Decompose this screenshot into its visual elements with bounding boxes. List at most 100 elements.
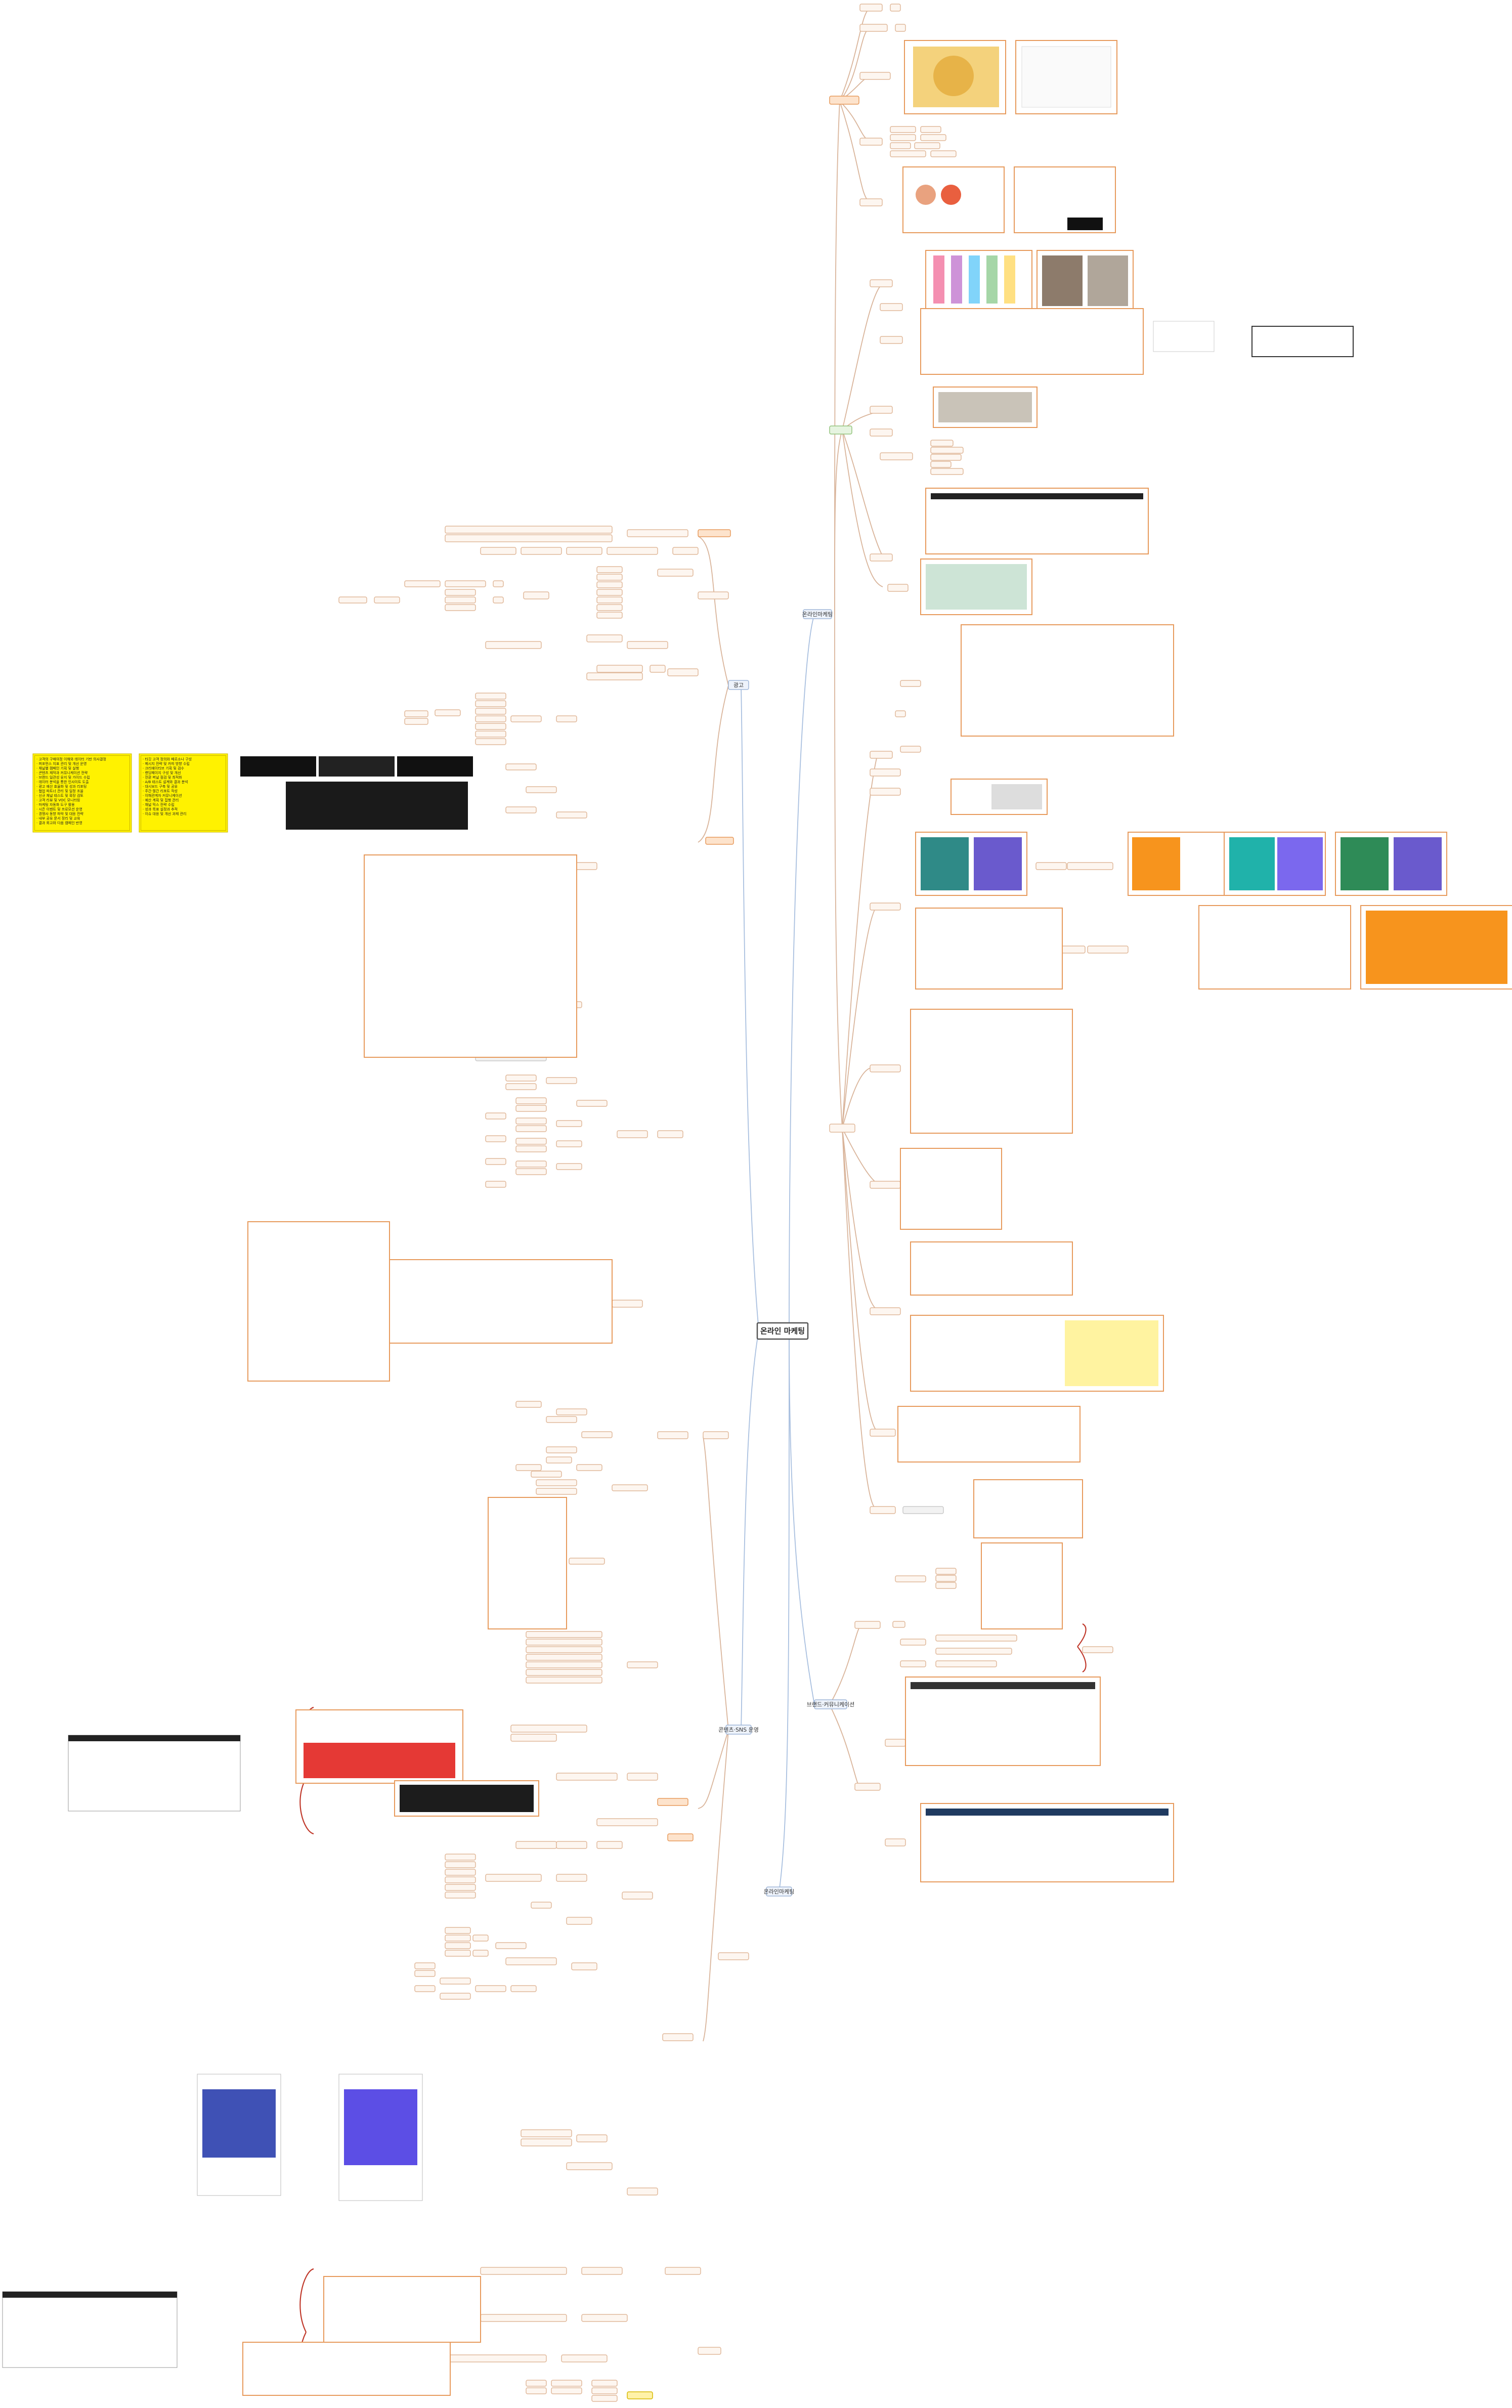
node-m47[interactable] bbox=[445, 1942, 471, 1949]
node-m42[interactable] bbox=[571, 1962, 597, 1970]
node-m53[interactable] bbox=[414, 1962, 436, 1969]
thumb-doc-1[interactable] bbox=[902, 166, 1005, 233]
node-l48[interactable] bbox=[475, 723, 506, 730]
node-l67[interactable] bbox=[515, 1125, 547, 1132]
node-r7d[interactable] bbox=[920, 134, 946, 141]
node-m68[interactable] bbox=[581, 2267, 623, 2275]
node-m14[interactable] bbox=[536, 1488, 577, 1495]
node-m48[interactable] bbox=[445, 1950, 471, 1957]
thumb-dashboard[interactable] bbox=[973, 1479, 1083, 1538]
thumb-dark-gallery[interactable] bbox=[238, 754, 481, 832]
node-rl9[interactable] bbox=[935, 1648, 1012, 1655]
node-l64[interactable] bbox=[515, 1105, 547, 1112]
node-r31[interactable] bbox=[870, 1429, 896, 1437]
node-m31[interactable] bbox=[556, 1841, 587, 1849]
node-r6[interactable] bbox=[859, 72, 891, 80]
node-m38[interactable] bbox=[445, 1884, 476, 1891]
center-topic[interactable]: 온라인 마케팅 bbox=[756, 1322, 809, 1340]
node-l62[interactable] bbox=[505, 1083, 537, 1090]
node-l50[interactable] bbox=[475, 738, 506, 745]
thumb-collage-1[interactable] bbox=[910, 1009, 1073, 1134]
node-m43[interactable] bbox=[566, 1917, 592, 1925]
node-r7a[interactable] bbox=[890, 126, 916, 133]
node-m77[interactable] bbox=[591, 2380, 618, 2387]
thumb-insta-2[interactable] bbox=[338, 2074, 423, 2201]
node-l17[interactable] bbox=[596, 604, 623, 611]
node-l7[interactable] bbox=[566, 547, 602, 555]
node-r14d[interactable] bbox=[930, 461, 952, 468]
node-r5b[interactable] bbox=[895, 24, 906, 32]
node-l53[interactable] bbox=[404, 718, 428, 725]
node-m21[interactable] bbox=[526, 1661, 602, 1668]
thumb-map-2[interactable] bbox=[1015, 40, 1117, 114]
thumb-photo-grid[interactable] bbox=[323, 2276, 481, 2343]
node-rl8[interactable] bbox=[935, 1635, 1017, 1642]
thumb-flyer-2[interactable] bbox=[1198, 905, 1351, 990]
node-r5[interactable] bbox=[859, 24, 888, 32]
node-l42[interactable] bbox=[510, 715, 542, 722]
node-m1[interactable] bbox=[612, 1300, 643, 1308]
node-r14c[interactable] bbox=[930, 454, 962, 461]
node-r7e[interactable] bbox=[890, 142, 911, 149]
node-l15[interactable] bbox=[596, 589, 623, 596]
node-m82[interactable] bbox=[698, 2347, 721, 2355]
node-m66[interactable] bbox=[665, 2267, 701, 2275]
node-m45[interactable] bbox=[445, 1927, 471, 1934]
node-m15[interactable] bbox=[612, 1484, 648, 1491]
thumb-flow[interactable] bbox=[897, 1406, 1081, 1463]
node-m40[interactable] bbox=[485, 1874, 542, 1882]
node-m76[interactable] bbox=[551, 2387, 582, 2394]
node-m36[interactable] bbox=[445, 1869, 476, 1876]
node-l35[interactable] bbox=[667, 668, 699, 676]
node-m9[interactable] bbox=[546, 1456, 572, 1464]
node-r27[interactable] bbox=[1087, 945, 1129, 954]
node-l31[interactable] bbox=[627, 641, 668, 649]
node-r11[interactable] bbox=[880, 336, 903, 344]
node-r14e[interactable] bbox=[930, 468, 964, 475]
node-r7g[interactable] bbox=[890, 150, 926, 157]
node-m29[interactable] bbox=[596, 1818, 658, 1826]
node-l38[interactable] bbox=[556, 811, 587, 819]
node-m51[interactable] bbox=[495, 1942, 527, 1949]
node-r33[interactable] bbox=[902, 1506, 944, 1514]
node-rl5[interactable] bbox=[935, 1575, 957, 1582]
node-l32[interactable] bbox=[596, 665, 643, 673]
node-l46[interactable] bbox=[475, 708, 506, 715]
thumb-map-1[interactable] bbox=[904, 40, 1006, 114]
node-l6[interactable] bbox=[521, 547, 562, 555]
node-m12[interactable] bbox=[576, 1464, 602, 1471]
node-rl7[interactable] bbox=[900, 1639, 926, 1646]
thumb-red-ads[interactable] bbox=[295, 1709, 463, 1784]
node-l41[interactable] bbox=[505, 806, 537, 813]
node-r21[interactable] bbox=[870, 768, 901, 777]
node-m24[interactable] bbox=[627, 1661, 658, 1668]
node-l76[interactable] bbox=[485, 1158, 506, 1165]
node-l60[interactable] bbox=[546, 1077, 577, 1084]
node-l51[interactable] bbox=[435, 709, 461, 716]
thumb-promo-1[interactable] bbox=[915, 832, 1027, 896]
node-l75[interactable] bbox=[485, 1135, 506, 1142]
node-l74[interactable] bbox=[485, 1112, 506, 1120]
thumb-list-table[interactable] bbox=[488, 1497, 567, 1629]
node-l3[interactable] bbox=[445, 534, 613, 542]
node-l65[interactable] bbox=[556, 1120, 582, 1127]
node-m54[interactable] bbox=[414, 1970, 436, 1977]
node-m32[interactable] bbox=[596, 1841, 623, 1849]
node-l21[interactable] bbox=[445, 580, 486, 587]
node-m4[interactable] bbox=[556, 1408, 587, 1415]
node-l72[interactable] bbox=[515, 1160, 547, 1168]
node-l70[interactable] bbox=[515, 1145, 547, 1152]
node-r17[interactable] bbox=[870, 751, 893, 759]
node-m19[interactable] bbox=[526, 1646, 602, 1653]
node-m46[interactable] bbox=[445, 1934, 471, 1942]
node-m18[interactable] bbox=[526, 1639, 602, 1646]
node-r22[interactable] bbox=[870, 788, 901, 796]
node-rl10[interactable] bbox=[900, 1660, 926, 1667]
node-l22[interactable] bbox=[445, 589, 476, 596]
node-r7[interactable] bbox=[859, 138, 883, 146]
node-m2[interactable] bbox=[657, 1431, 688, 1439]
node-m20[interactable] bbox=[526, 1654, 602, 1661]
thumb-product-row[interactable] bbox=[925, 250, 1032, 312]
node-l36[interactable] bbox=[705, 837, 734, 845]
node-m41[interactable] bbox=[556, 1874, 587, 1882]
